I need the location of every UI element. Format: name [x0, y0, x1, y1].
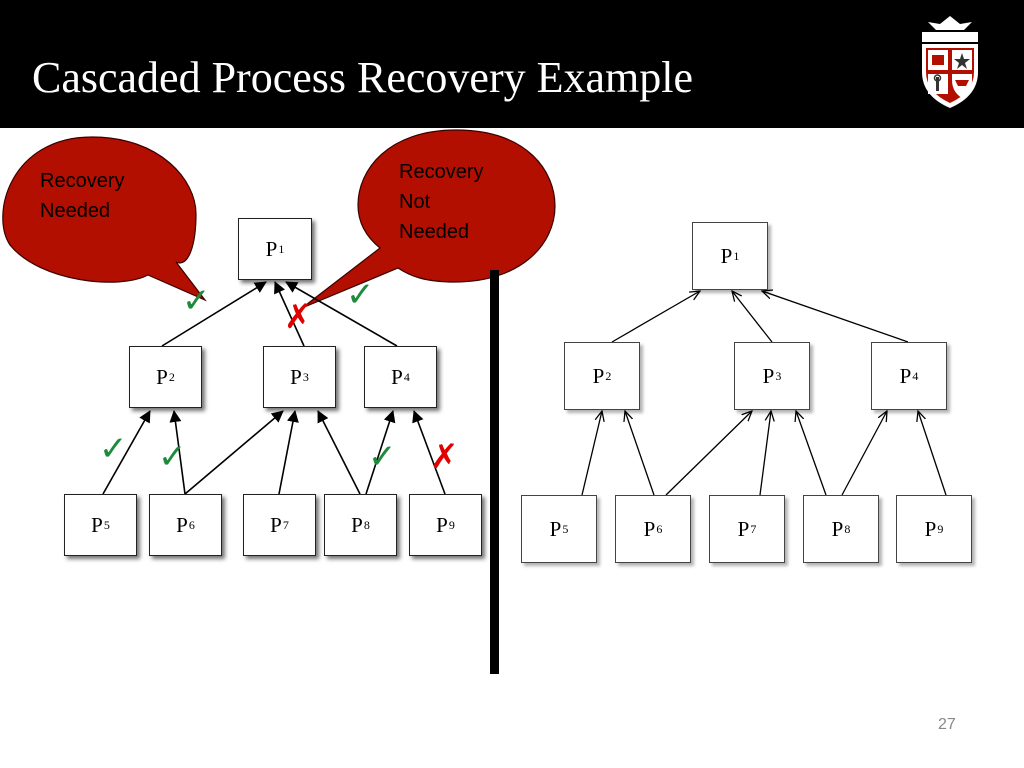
left-node-p5-subscript: 5: [103, 517, 110, 532]
university-shield-logo: [922, 16, 978, 108]
left-node-p1-subscript: 1: [278, 241, 285, 256]
section-divider: [490, 270, 499, 674]
left-edge-p7-to-p3: [278, 410, 299, 495]
left-node-p5-label: P: [91, 512, 103, 537]
right-edge-p7-to-p3: [759, 411, 771, 496]
checkmark-icon-p2-p1: ✓: [182, 281, 211, 321]
page-number: 27: [938, 716, 956, 733]
right-node-p7-subscript: 7: [750, 521, 757, 536]
left-edge-p6-to-p3: [184, 410, 284, 495]
left-edge-p9-to-p4: [412, 410, 446, 495]
right-node-p9-subscript: 9: [937, 521, 944, 536]
right-node-p5-subscript: 5: [562, 521, 569, 536]
slide-title: Cascaded Process Recovery Example: [32, 53, 693, 102]
left-edge-p8-to-p3: [317, 410, 361, 495]
right-node-p1-label: P: [720, 243, 733, 268]
callout-bubble-recovery-not-needed: [301, 129, 556, 309]
left-node-p8-label: P: [351, 512, 363, 537]
right-node-p5-label: P: [549, 516, 562, 541]
right-edge-p5-to-p2: [581, 411, 602, 496]
left-edge-p5-to-p2: [102, 410, 151, 495]
left-node-p6-subscript: 6: [188, 517, 195, 532]
right-edge-p3-to-p1: [732, 291, 773, 343]
right-edge-p2-to-p1: [611, 291, 700, 343]
right-node-p3-label: P: [762, 363, 775, 388]
right-edge-p6-to-p3: [665, 411, 752, 496]
left-node-p4-subscript: 4: [403, 369, 410, 384]
right-node-p8-subscript: 8: [844, 521, 851, 536]
left-edge-p2-to-p1: [161, 281, 267, 347]
callout-text-recovery-needed: Recovery Needed: [40, 170, 125, 222]
left-node-p1-label: P: [265, 236, 278, 261]
right-node-p8-label: P: [831, 516, 844, 541]
left-node-p2-subscript: 2: [168, 369, 175, 384]
right-node-p6-subscript: 6: [656, 521, 663, 536]
right-node-p2-label: P: [592, 363, 605, 388]
right-node-p2-subscript: 2: [605, 368, 612, 383]
right-node-p4-subscript: 4: [912, 368, 919, 383]
right-node-p4-label: P: [899, 363, 912, 388]
right-node-p9-label: P: [924, 516, 937, 541]
left-node-p2-label: P: [156, 364, 168, 389]
left-edge-p4-to-p1: [285, 281, 398, 347]
right-edge-p9-to-p4: [918, 411, 947, 496]
right-edge-p8-to-p3: [796, 411, 827, 496]
left-edge-p8-to-p4: [365, 410, 396, 495]
left-node-p3-subscript: 3: [302, 369, 309, 384]
left-node-p9-subscript: 9: [448, 517, 455, 532]
left-node-p3-label: P: [290, 364, 302, 389]
checkmark-icon-p4-p1: ✓: [346, 275, 375, 315]
right-edge-p6-to-p2: [625, 411, 655, 496]
right-node-p1-subscript: 1: [733, 248, 740, 263]
checkmark-icon-p8-p4: ✓: [368, 437, 397, 477]
left-edge-p6-to-p2: [169, 410, 186, 495]
cross-icon-p3-p1: ✗: [284, 297, 313, 337]
left-node-p9-label: P: [436, 512, 448, 537]
cross-icon-p9-p4: ✗: [430, 437, 459, 477]
right-node-p3-subscript: 3: [775, 368, 782, 383]
left-node-p6-label: P: [176, 512, 188, 537]
title-bar: [0, 0, 1024, 128]
right-node-p7-label: P: [737, 516, 750, 541]
left-node-p7-subscript: 7: [282, 517, 289, 532]
right-edge-p8-to-p4: [841, 411, 887, 496]
checkmark-icon-p6-p2: ✓: [158, 437, 187, 477]
right-edge-p4-to-p1: [762, 291, 909, 343]
callout-bubble-recovery-needed: [2, 136, 207, 302]
right-node-p6-label: P: [643, 516, 656, 541]
left-edge-p3-to-p1: [274, 281, 305, 347]
checkmark-icon-p5-p2: ✓: [99, 429, 128, 469]
left-node-p8-subscript: 8: [363, 517, 370, 532]
left-node-p7-label: P: [270, 512, 282, 537]
left-node-p4-label: P: [391, 364, 403, 389]
callout-text-recovery-not-needed: Recovery Not Needed: [399, 161, 484, 243]
